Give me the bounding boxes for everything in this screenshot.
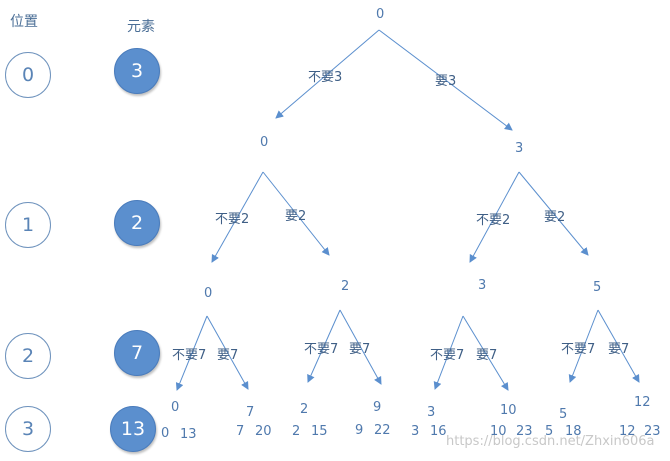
edge-root-right [378,29,513,131]
edge-l1b-left [469,171,520,263]
edge-l1a-right [262,171,330,256]
position-circle-3: 3 [5,406,51,452]
edge-l2b-right [339,309,382,385]
leaf-bottom-1b: 13 [180,427,197,442]
element-circle-1: 2 [114,200,160,246]
edge-label-l2d-left: 不要7 [561,342,596,357]
leaf-bottom-7a: 5 [545,424,554,439]
edge-l1b-right [518,171,589,256]
leaf-bottom-3b: 15 [311,424,328,439]
leaf-top-8: 12 [634,395,651,410]
edge-label-l2d-right: 要7 [608,342,630,357]
leaf-top-1: 0 [171,400,180,415]
position-circle-0: 0 [5,52,51,98]
leaf-top-4: 9 [373,400,382,415]
edge-l1a-left [211,171,264,263]
tree-root-node: 0 [376,7,385,22]
edge-label-l1b-left: 不要2 [476,213,511,228]
level2-node-3: 3 [478,278,487,293]
position-header: 位置 [10,14,38,30]
edge-label-l1a-right: 要2 [285,209,307,224]
leaf-bottom-2b: 20 [255,424,272,439]
leaf-bottom-5a: 3 [411,424,420,439]
leaf-top-7: 5 [559,407,568,422]
edge-l2a-left [175,315,208,391]
edge-label-l2c-right: 要7 [476,348,498,363]
level2-node-1: 0 [204,286,213,301]
leaf-top-3: 2 [300,402,309,417]
leaf-bottom-3a: 2 [292,424,301,439]
edge-label-l1b-right: 要2 [544,210,566,225]
level2-node-2: 2 [341,279,350,294]
leaf-bottom-2a: 7 [236,424,245,439]
edge-label-root-left: 不要3 [308,70,343,85]
edge-l2c-left [433,315,464,390]
level2-node-4: 5 [593,280,602,295]
edge-label-l1a-left: 不要2 [215,212,250,227]
leaf-top-5: 3 [427,405,436,420]
edge-root-left [275,29,380,119]
leaf-top-2: 7 [246,405,255,420]
leaf-bottom-7b: 18 [565,424,582,439]
leaf-bottom-4a: 9 [355,423,364,438]
element-circle-3: 13 [110,406,156,452]
edge-l2d-left [568,309,599,383]
edge-label-l2c-left: 不要7 [430,348,465,363]
level1-node-left: 0 [260,135,269,150]
leaf-bottom-5b: 16 [430,424,447,439]
edge-l2a-right [206,315,249,390]
edge-label-l2a-left: 不要7 [172,348,207,363]
element-circle-2: 7 [114,330,160,376]
edge-label-l2b-left: 不要7 [304,342,339,357]
position-circle-2: 2 [5,333,51,379]
edge-label-l2b-right: 要7 [349,342,371,357]
element-header: 元素 [127,19,155,35]
leaf-bottom-6a: 10 [490,424,507,439]
edge-l2b-left [307,309,341,383]
position-circle-1: 1 [5,202,51,248]
edge-label-root-right: 要3 [435,74,457,89]
leaf-bottom-6b: 23 [516,424,533,439]
leaf-top-6: 10 [500,403,517,418]
watermark: https://blog.csdn.net/Zhxin606a [446,434,655,449]
level1-node-right: 3 [515,141,524,156]
edge-label-l2a-right: 要7 [217,348,239,363]
leaf-bottom-8b: 23 [644,424,661,439]
leaf-bottom-4b: 22 [374,423,391,438]
edge-l2c-right [462,315,509,391]
edge-l2d-right [597,309,640,383]
leaf-bottom-8a: 12 [619,424,636,439]
leaf-bottom-1a: 0 [161,426,170,441]
element-circle-0: 3 [114,48,160,94]
